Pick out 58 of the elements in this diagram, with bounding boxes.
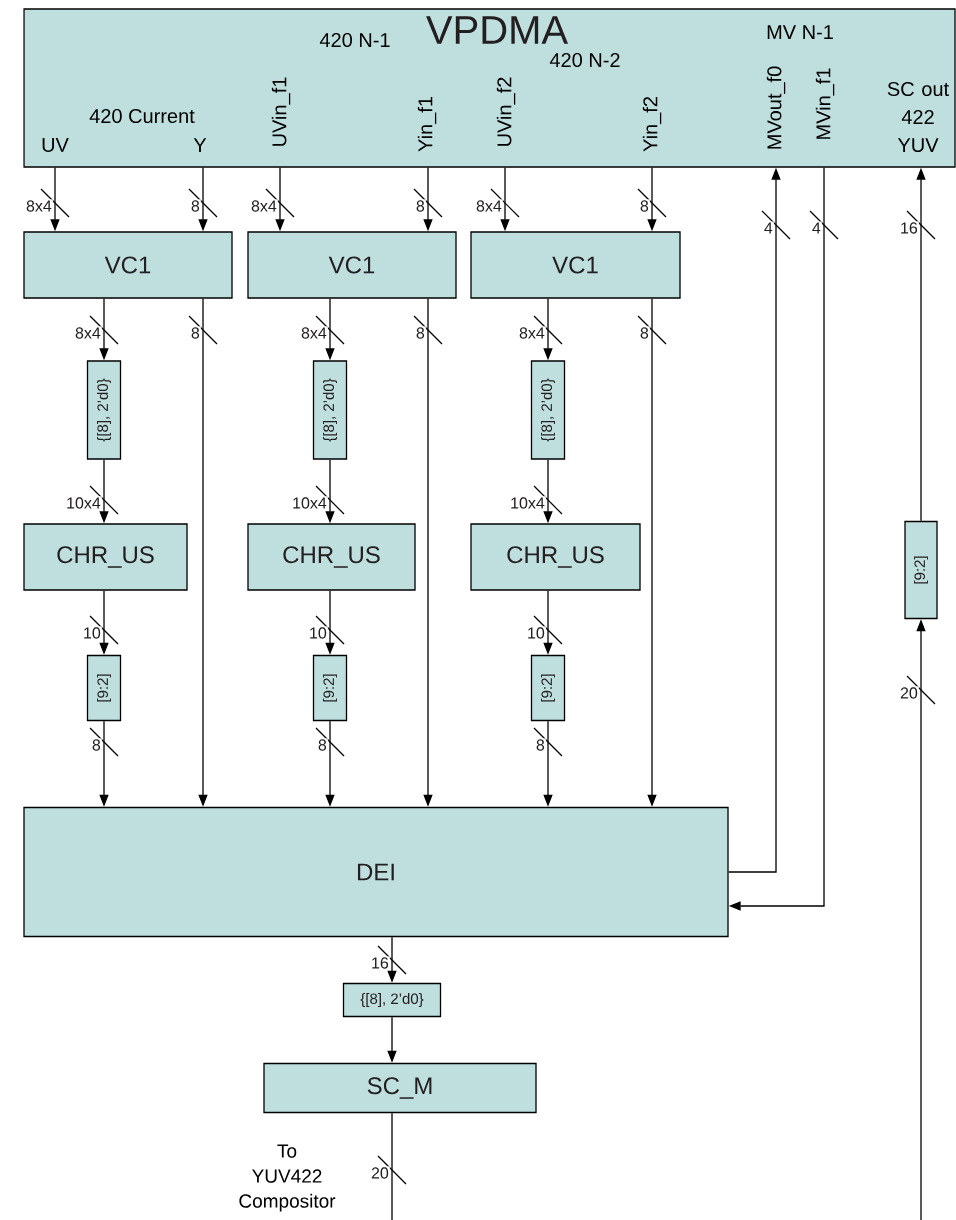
bit-slice-box: [9:2] [86,654,122,722]
port-label: MV N-1 [767,25,833,39]
block-box: VC1 [247,231,457,299]
bus-width-label: 10x4 [65,496,102,510]
block-box: SC_M [263,1062,537,1114]
bus-width-label: 10 [308,626,328,640]
port-label: SC out 422 YUV [887,81,949,153]
port-label: Y [193,138,207,152]
bus-width-label: 16 [899,221,919,235]
bit-slice-box: [9:2] [530,654,566,722]
bus-width-label: 4 [762,221,774,235]
port-label: UV [42,138,69,152]
port-label: UVin_f2 [496,77,516,146]
bus-width-label: 8 [414,326,426,340]
port-label: MVin_f1 [815,68,835,139]
bus-width-label: 8x4 [518,326,546,340]
bus-width-label: 8 [414,199,426,213]
bus-width-label: 20 [899,686,919,700]
block-box: VC1 [23,231,233,299]
block-box: CHR_US [247,523,416,591]
bus-width-label: 8 [189,326,201,340]
block-box: VC1 [470,231,681,299]
bit-slice-box: [9:2] [312,654,348,722]
bus-width-label: 4 [810,221,822,235]
bit-slice-box: {[8], 2’d0} [86,360,122,460]
bus-width-label: 8 [638,326,650,340]
port-label: 420 N-2 [549,52,620,68]
block-title: VPDMA [426,16,569,44]
port-label: Yin_f2 [642,97,662,152]
block-box: DEI [23,806,729,938]
bit-slice-box: [9:2] [904,520,938,620]
bus-width-label: 20 [370,1166,390,1180]
bus-width-label: 8 [316,738,328,752]
bus-width-label: 8x4 [250,199,278,213]
bus-width-label: 8x4 [74,326,102,340]
block-box: CHR_US [470,523,641,591]
port-label: Yin_f1 [417,97,437,152]
bus-width-label: 8 [90,738,102,752]
bus-width-label: 16 [370,956,390,970]
bus-width-label: 8 [189,199,201,213]
block-box: CHR_US [23,523,188,591]
bit-slice-box: {[8], 2’d0} [312,360,348,460]
bus-width-label: 8 [638,199,650,213]
port-label: MVout_f0 [766,66,786,149]
port-label: UVin_f1 [271,77,291,146]
bus-width-label: 8x4 [300,326,328,340]
bus-width-label: 10x4 [291,496,328,510]
bus-width-label: 8x4 [25,199,53,213]
destination-label: To YUV422 Compositor [239,1144,336,1212]
block-box: {[8], 2’d0} [342,982,442,1018]
bus-width-label: 10 [526,626,546,640]
bus-width-label: 10 [82,626,102,640]
port-label: 420 N-1 [319,32,390,48]
bus-width-label: 10x4 [509,496,546,510]
port-label: 420 Current [89,108,195,124]
bus-width-label: 8 [534,738,546,752]
bus-width-label: 8x4 [475,199,503,213]
bit-slice-box: {[8], 2’d0} [530,360,566,460]
